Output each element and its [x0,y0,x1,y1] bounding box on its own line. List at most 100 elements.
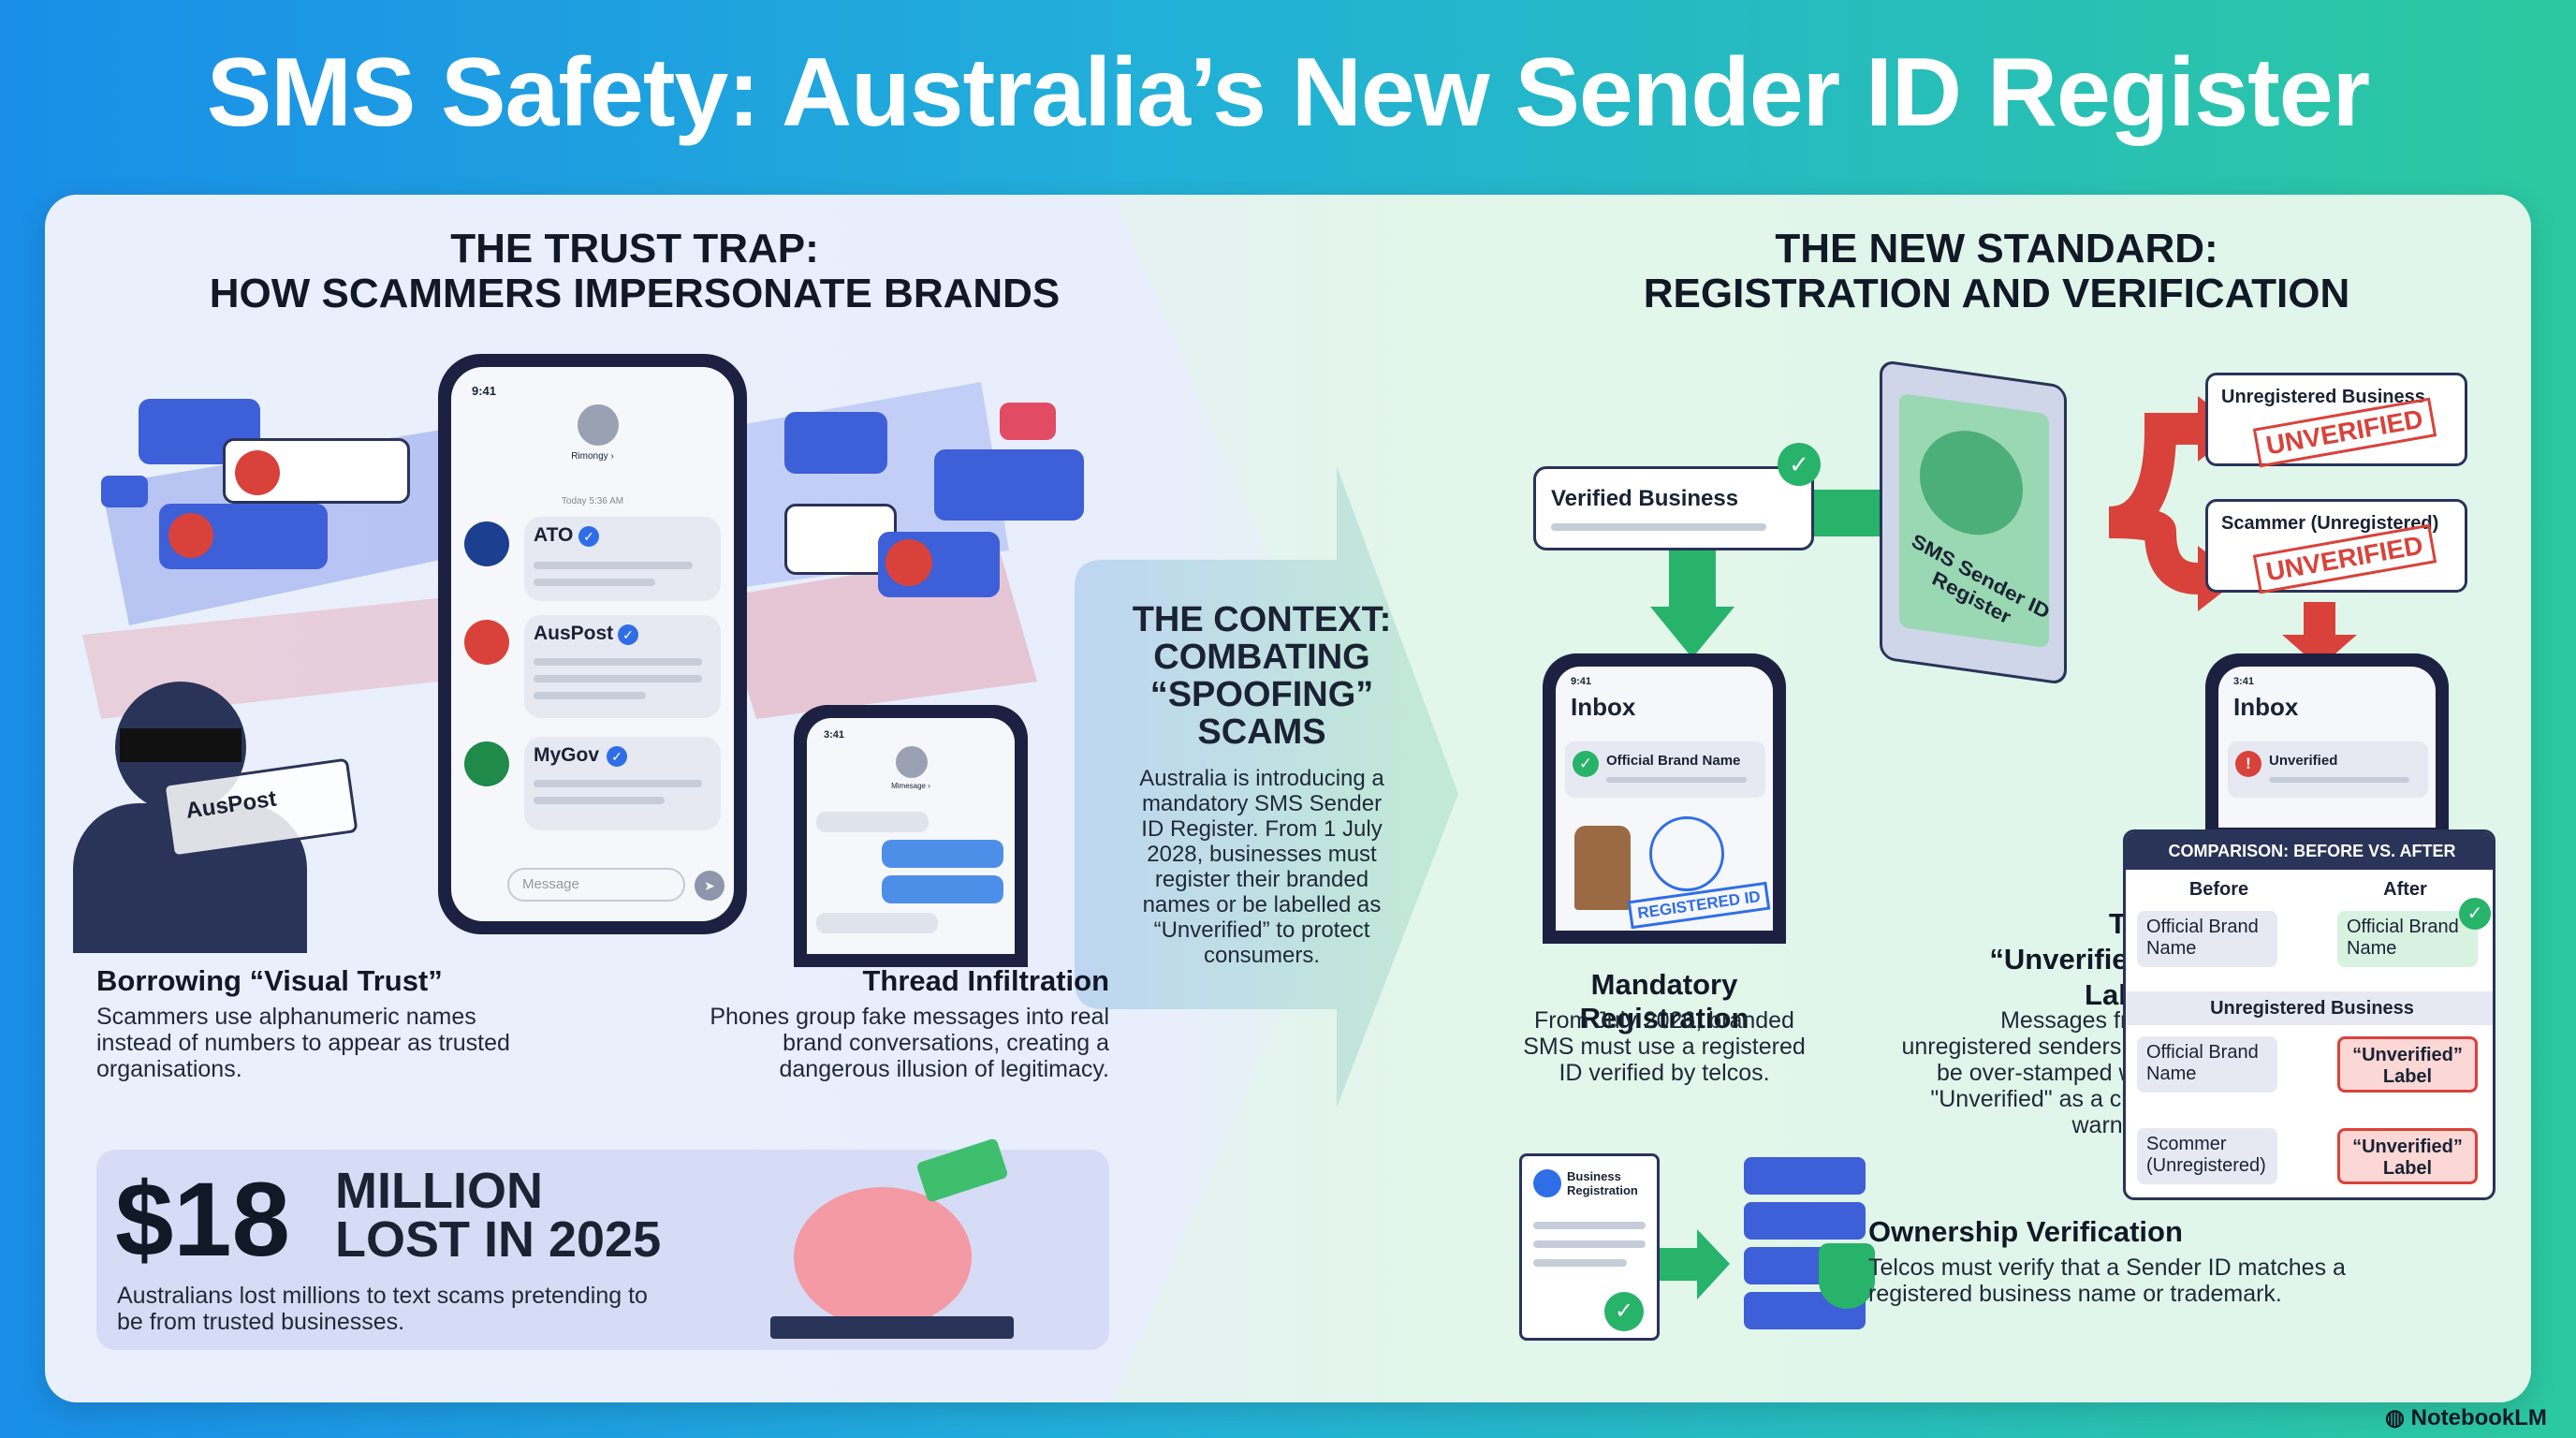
unverified-inbox-phone: 3:41 Inbox ! Unverified [2205,653,2449,841]
verified-business-text: Verified Business [1551,486,1739,511]
unregistered-business-card: Unregistered Business UNVERIFIED [2205,373,2467,468]
chat-bubble-icon-2 [934,449,1084,521]
col-after: After [2383,879,2427,900]
ellipsis-bubble-icon [101,476,148,507]
fake-auspost-text: AusPost [183,785,279,824]
ownership-body: Telcos must verify that a Sender ID matc… [1868,1255,2346,1307]
verified-business-card: Verified Business ✓ [1533,443,1821,550]
seal-icon [1649,816,1724,891]
context-heading: THE CONTEXT: COMBATING “SPOOFING” SCAMS [1126,601,1398,751]
verified-inbox-phone: 9:41 Inbox ✓ Official Brand Name REGISTE… [1543,653,1786,944]
scammer-mask [120,728,242,762]
stat-value: $18 [115,1161,290,1278]
visual-trust-body: Scammers use alphanumeric names instead … [96,1004,510,1082]
notebooklm-logo-icon: ◍ [2385,1405,2411,1431]
sender-mygov: MyGov [534,744,600,766]
mandatory-title: Mandatory Registration [1579,968,1749,1034]
red-bubble-icon [1000,403,1056,440]
stat-label-line1: MILLION [335,1163,543,1219]
context-heading-line3: “SPOOFING” [1149,675,1374,714]
small-phone-time: 3:41 [824,729,845,741]
ato-logo-icon [464,521,509,566]
right-heading-line2: REGISTRATION AND VERIFICATION [1643,271,2350,316]
sender-auspost: AusPost [534,623,614,644]
inbox-title: Inbox [1571,693,1636,721]
unverified-label-title: The “Unverified” Label [1880,906,2160,1013]
contact-avatar [578,404,619,446]
official-brand-name: Official Brand Name [1606,753,1741,769]
thread-body: Phones group fake messages into real bra… [710,1004,1109,1082]
right-heading-line1: THE NEW STANDARD: [1775,226,2218,271]
auspost-bubble-icon-2 [159,504,328,569]
inbox-title-2: Inbox [2233,693,2299,721]
arrow-down-green [1650,550,1734,658]
unregistered-business-text: Unregistered Business [2221,387,2425,407]
context-chevron [1075,466,1458,1108]
business-registration-text: Business Registration [1567,1169,1638,1197]
stamp-icon [1574,826,1631,910]
left-heading-line2: HOW SCAMMERS IMPERSONATE BRANDS [209,271,1061,316]
phone-time: 9:41 [472,384,497,398]
row2-after: “Unverified” Label [2337,1036,2478,1093]
auspost-message: AusPost ✓ [524,615,721,718]
notebooklm-watermark: ◍ NotebookLM [2385,1404,2547,1431]
ato-message: ATO ✓ [524,517,721,601]
unverified-label-body: Messages from unregistered senders will … [1901,1007,2160,1138]
page-title: SMS Safety: Australia’s New Sender ID Re… [206,38,2370,147]
send-icon[interactable]: ➤ [695,871,724,901]
verified-check-icon: ✓ [618,624,638,645]
row3-before: Scommer (Unregistered) [2137,1128,2277,1184]
unverified-label-title-line2: “Unverified” [1989,943,2160,976]
row1-before: Official Brand Name [2137,911,2277,967]
visual-trust-title: Borrowing “Visual Trust” [96,964,443,997]
ownership-title: Ownership Verification [1868,1215,2183,1248]
unverified-phone-time: 3:41 [2233,676,2255,687]
right-heading: THE NEW STANDARD: REGISTRATION AND VERIF… [1505,227,2488,316]
stat-label: MILLION LOST IN 2025 [335,1163,662,1268]
mandatory-body: From July 2026, branded SMS must use a r… [1523,1007,1806,1086]
arrow-down-red [2282,602,2357,668]
main-panel: THE TRUST TRAP: HOW SCAMMERS IMPERSONATE… [45,195,2531,1402]
auspost-bubble-icon-3 [878,532,1000,597]
col-before: Before [2188,879,2249,900]
left-heading-line1: THE TRUST TRAP: [450,226,819,271]
verified-check-icon: ✓ [607,746,627,767]
comparison-header: COMPARISON: BEFORE VS. AFTER [2126,832,2493,870]
stat-box: $18 MILLION LOST IN 2025 Australians los… [96,1137,1109,1350]
mygov-logo-icon [464,741,509,786]
arrow-ownership [1641,1229,1730,1299]
register-device: SMS Sender ID Register [1880,359,2067,686]
section-label: Unregistered Business [2126,991,2493,1025]
row2-before: Official Brand Name [2137,1036,2277,1093]
main-phone: 9:41 Rimongy › Today 5:36 AM ATO ✓ AusPo… [438,354,747,934]
message-input[interactable]: Message [507,868,685,902]
alert-bubble-icon [784,412,887,474]
comparison-table: COMPARISON: BEFORE VS. AFTER Before Afte… [2123,829,2496,1200]
business-registration-doc-icon: Business Registration ✓ [1519,1153,1660,1341]
row1-after: Official Brand Name [2337,911,2478,967]
small-phone: 3:41 Mimesage › [794,705,1028,967]
phone-base-icon [770,1316,1014,1339]
verified-check-icon: ✓ [1604,1292,1644,1331]
stat-body: Australians lost millions to text scams … [117,1283,648,1335]
stat-label-line2: LOST IN 2025 [335,1211,662,1268]
warning-icon: ! [2235,751,2261,777]
contact-name: Rimongy › [571,451,614,462]
server-stack-icon [1744,1157,1866,1335]
scammer-card-text: Scammer (Unregistered) [2221,513,2439,534]
unverified-message: ! Unverified [2228,741,2428,798]
broken-piggy-bank-icon [794,1187,972,1328]
left-heading: THE TRUST TRAP: HOW SCAMMERS IMPERSONATE… [120,227,1149,316]
shield-lock-icon [1819,1243,1875,1309]
small-contact-avatar [896,746,928,778]
sender-ato: ATO [534,524,574,546]
context-heading-line1: THE CONTEXT: [1132,600,1392,639]
verified-check-icon: ✓ [1573,751,1599,777]
official-message: ✓ Official Brand Name [1565,741,1765,798]
row3-after: “Unverified” Label [2337,1128,2478,1184]
context-heading-line2: COMBATING [1153,638,1370,677]
scammer-card: Scammer (Unregistered) UNVERIFIED [2205,499,2467,594]
small-contact-name: Mimesage › [891,782,930,790]
verified-phone-time: 9:41 [1571,676,1592,687]
date-text: Today 5:36 AM [561,496,624,506]
